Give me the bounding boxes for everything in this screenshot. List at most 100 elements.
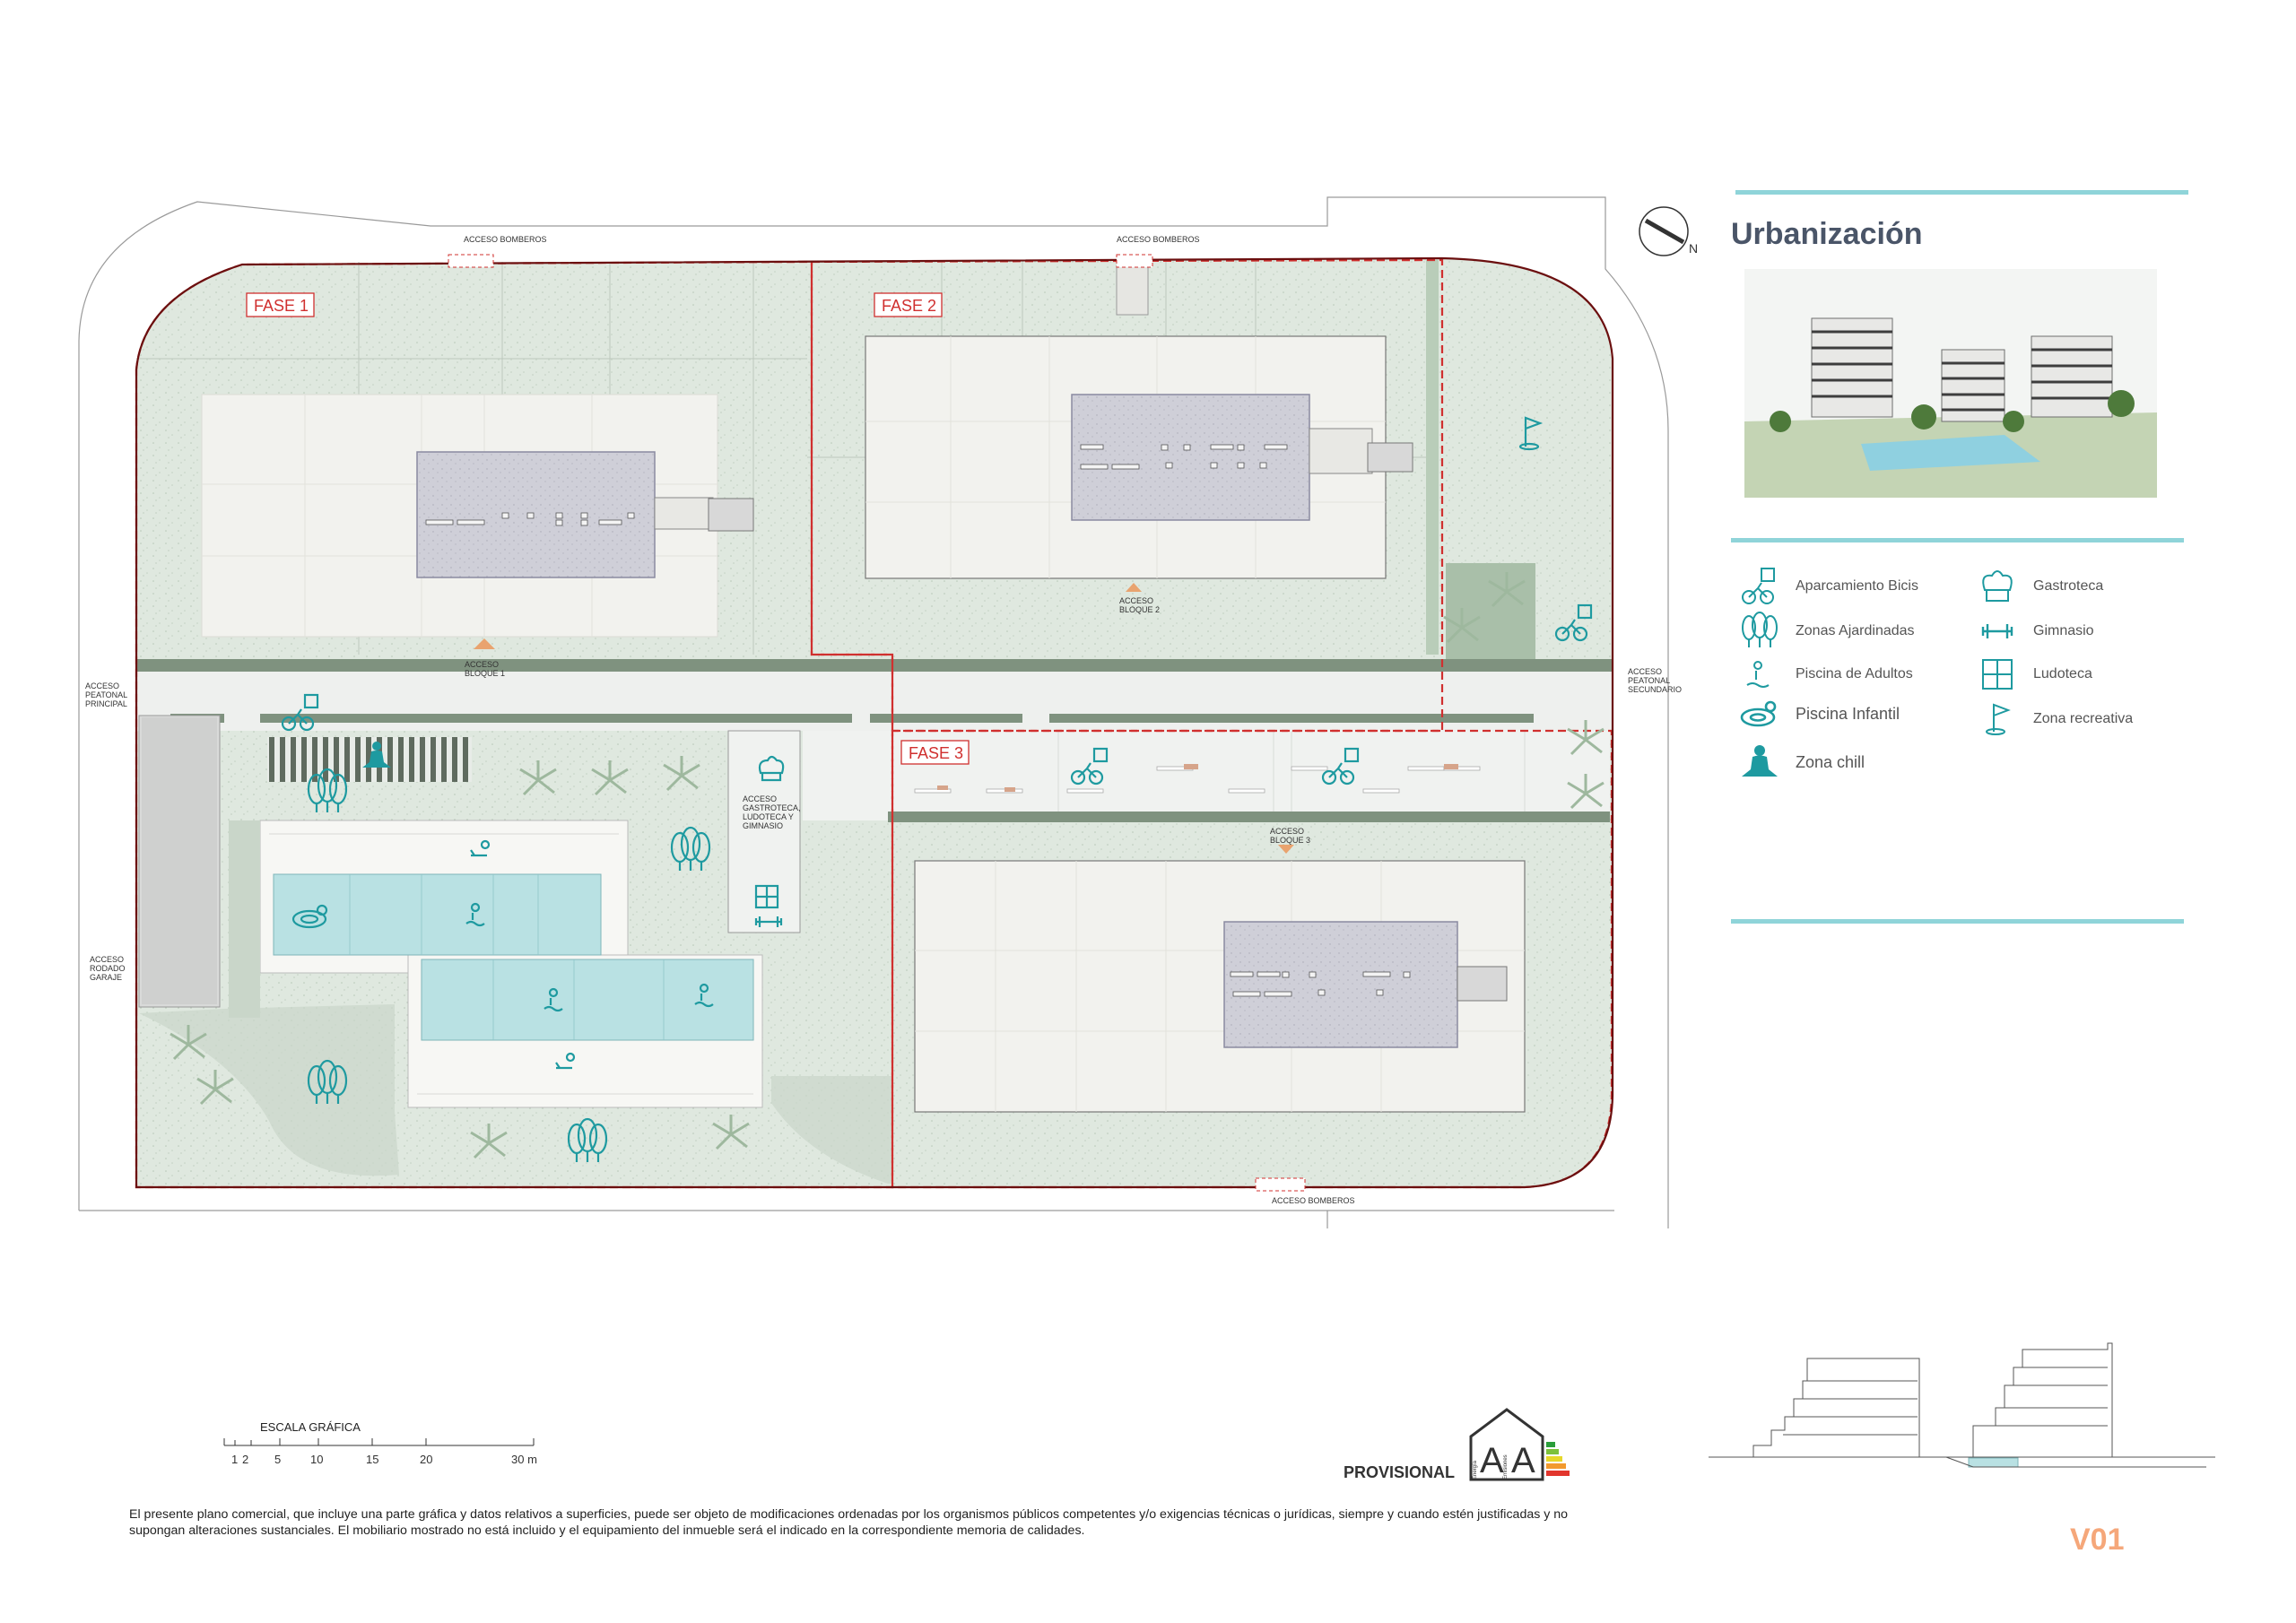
meditation-icon [1740,742,1779,782]
legend-gimnasio: Gimnasio [1978,612,2094,651]
sunbed-icon [555,1052,576,1070]
trees-icon [307,1059,348,1104]
divider-legend [1731,538,2184,542]
svg-text:PEATONAL: PEATONAL [1628,676,1670,685]
legend-zonas-ajardinadas: Zonas Ajardinadas [1740,612,1915,651]
building-2 [865,265,1413,579]
svg-text:ACCESO: ACCESO [743,794,777,803]
legend-zona-recreativa: Zona recreativa [1978,699,2133,739]
label-acceso-gastroteca: ACCESO GASTROTECA, LUDOTECA Y GIMNASIO [743,794,801,830]
building-1 [201,394,754,638]
bike-parking-icon [1740,567,1779,606]
gastroteca-block [727,730,801,933]
legend-aparcamiento-bicis: Aparcamiento Bicis [1740,567,1918,606]
legend-piscina-infantil: Piscina Infantil [1740,694,1900,733]
label-acceso-bloque-2: ACCESO BLOQUE 2 [1119,596,1160,614]
fase-label-3: FASE 3 [900,740,970,765]
fase-label-1: FASE 1 [246,292,315,317]
fase-label-2: FASE 2 [874,292,943,317]
page-title: Urbanización [1731,217,1923,251]
svg-text:PEATONAL: PEATONAL [85,690,127,699]
legend-piscina-adultos: Piscina de Adultos [1740,655,1913,694]
svg-text:A: A [1511,1441,1535,1480]
swimmer-icon [1740,655,1779,694]
label-acceso-rodado-garaje: ACCESO RODADO GARAJE [90,955,126,982]
svg-text:ACCESO: ACCESO [1119,596,1153,605]
svg-text:ACCESO: ACCESO [90,955,124,964]
street-outline [78,196,1669,1228]
trees-icon [307,768,348,812]
duck-float-icon [291,904,328,929]
legend-label: Zonas Ajardinadas [1796,623,1915,638]
label-acceso-bomberos-1: ACCESO BOMBEROS [464,235,547,244]
svg-text:A: A [1480,1441,1504,1480]
label-acceso-peatonal-principal: ACCESO PEATONAL PRINCIPAL [85,681,127,708]
svg-text:FASE 1: FASE 1 [254,297,309,315]
legend-label: Piscina de Adultos [1796,666,1913,681]
legend-label: Aparcamiento Bicis [1796,578,1918,594]
trees-icon [1740,612,1779,651]
svg-text:20: 20 [420,1453,432,1466]
bike-parking-icon [281,693,319,732]
svg-text:GIMNASIO: GIMNASIO [743,821,783,830]
provisional-label: PROVISIONAL [1344,1463,1456,1481]
adult-pool [273,873,602,956]
legend-label: Gimnasio [2033,623,2094,638]
meditation-icon [362,742,391,768]
label-acceso-peatonal-secundario: ACCESO PEATONAL SECUNDARIO [1628,667,1682,694]
svg-text:BLOQUE 2: BLOQUE 2 [1119,605,1160,614]
svg-text:15: 15 [366,1453,378,1466]
svg-text:FASE 2: FASE 2 [882,297,936,315]
duck-float-icon [1740,694,1779,733]
divider-top [1735,190,2188,195]
scale-title: ESCALA GRÁFICA [260,1420,361,1434]
pool-area [259,820,763,1108]
label-acceso-bloque-3: ACCESO BLOQUE 3 [1270,827,1310,845]
svg-text:ACCESO: ACCESO [1628,667,1662,676]
legend-label: Zona recreativa [2033,711,2134,726]
legend-ludoteca: Ludoteca [1978,655,2092,694]
legend-gastroteca: Gastroteca [1978,567,2103,606]
energy-label: A A Energía Emisiones [1469,1408,1570,1481]
swimmer-icon [544,987,563,1012]
svg-text:Emisiones: Emisiones [1503,1454,1509,1480]
elevation-drawing [1709,1342,2215,1468]
golf-flag-icon [1978,699,2017,739]
svg-text:N: N [1689,241,1698,256]
bike-parking-icon [1321,747,1360,785]
building-3 [914,860,1526,1113]
svg-text:LUDOTECA Y: LUDOTECA Y [743,812,794,821]
svg-text:5: 5 [274,1453,281,1466]
svg-text:SECUNDARIO: SECUNDARIO [1628,685,1682,694]
disclaimer-text: El presente plano comercial, que incluye… [129,1507,1569,1538]
swimmer-icon [465,902,485,927]
legend-zona-chill: Zona chill [1740,742,1865,782]
svg-text:GASTROTECA,: GASTROTECA, [743,803,801,812]
golf-flag-icon [1518,416,1544,451]
sunbed-icon [470,839,491,857]
dumbbell-icon [754,916,783,927]
legend-label: Zona chill [1796,752,1866,771]
svg-text:BLOQUE 3: BLOQUE 3 [1270,836,1310,845]
version-label: V01 [2070,1523,2125,1557]
render-image [1744,269,2157,498]
swimmer-icon [694,983,714,1008]
scale-ticks: 1 2 5 10 15 20 30 m [231,1453,537,1466]
map-icons [281,416,1593,1162]
legend-label: Ludoteca [2033,666,2092,681]
trees-icon [567,1117,608,1162]
legend-label: Piscina Infantil [1796,704,1900,723]
svg-text:ACCESO: ACCESO [85,681,119,690]
svg-text:10: 10 [310,1453,323,1466]
palm-decorations [170,572,1605,1159]
scale-bar [223,1438,535,1446]
svg-text:ACCESO: ACCESO [465,660,499,669]
svg-text:2: 2 [242,1453,248,1466]
bike-rack [267,737,472,782]
divider-bottom [1731,919,2184,924]
svg-text:PRINCIPAL: PRINCIPAL [85,699,127,708]
bike-parking-icon [1554,603,1593,642]
svg-text:GARAJE: GARAJE [90,973,122,982]
dumbbell-icon [1978,612,2017,651]
